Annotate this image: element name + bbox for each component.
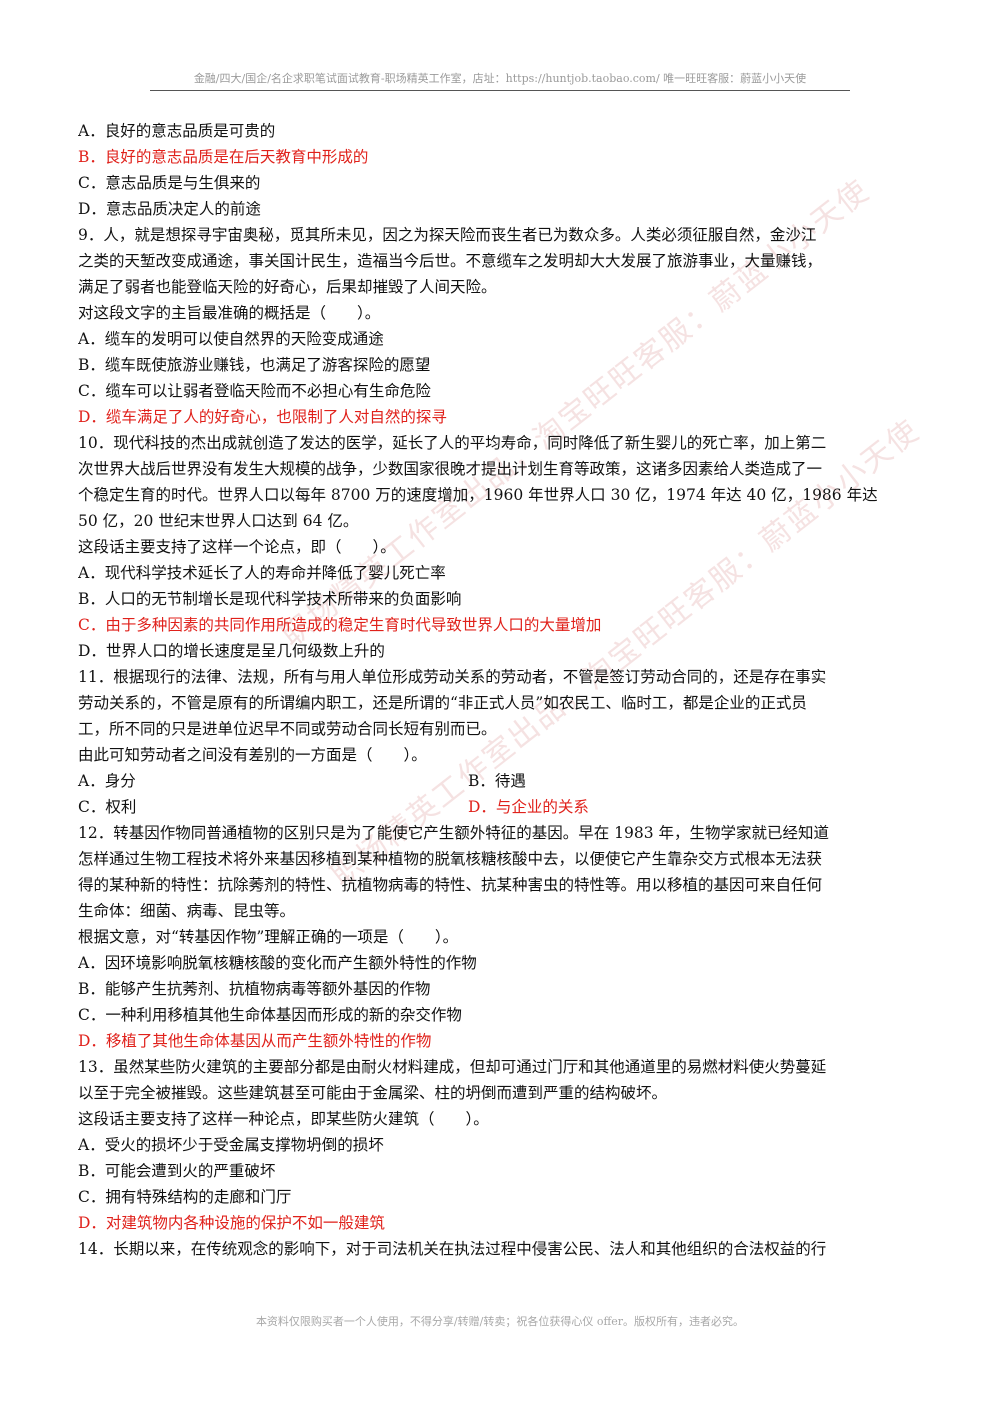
q11-options-row: C．权利 D．与企业的关系	[78, 794, 926, 820]
q9-option-a: A．缆车的发明可以使自然界的天险变成通途	[78, 330, 384, 348]
q12-option-d-answer: D．移植了其他生命体基因从而产生额外特性的作物	[78, 1032, 432, 1050]
q13-text-line: 13．虽然某些防火建筑的主要部分都是由耐火材料建成，但却可通过门厅和其他通道里的…	[78, 1058, 827, 1076]
q14-text-line: 14．长期以来，在传统观念的影响下，对于司法机关在执法过程中侵害公民、法人和其他…	[78, 1240, 827, 1258]
q10-option-a: A．现代科学技术延长了人的寿命并降低了婴儿死亡率	[78, 564, 446, 582]
header-rule	[150, 90, 850, 91]
q10-text-line: 次世界大战后世界没有发生大规模的战争，少数国家很晚才提出计划生育等政策，这诸多因…	[78, 460, 823, 478]
q12-text-line: 12．转基因作物同普通植物的区别只是为了能使它产生额外特征的基因。早在 1983…	[78, 824, 830, 842]
q13-option-d-answer: D．对建筑物内各种设施的保护不如一般建筑	[78, 1214, 385, 1232]
q8-option-d: D．意志品质决定人的前途	[78, 200, 261, 218]
document-body: A．良好的意志品质是可贵的 B．良好的意志品质是在后天教育中形成的 C．意志品质…	[78, 118, 926, 1262]
page-header: 金融/四大/国企/名企求职笔试面试教育-职场精英工作室，店址：https://h…	[193, 72, 807, 85]
q10-option-c-answer: C．由于多种因素的共同作用所造成的稳定生育时代导致世界人口的大量增加	[78, 616, 602, 634]
q11-options-row: A．身分 B．待遇	[78, 768, 926, 794]
q11-option-d-answer: D．与企业的关系	[468, 798, 589, 816]
q12-option-b: B．能够产生抗莠剂、抗植物病毒等额外基因的作物	[78, 980, 431, 998]
q10-option-d: D．世界人口的增长速度是呈几何级数上升的	[78, 642, 385, 660]
page-footer: 本资料仅限购买者一个人使用，不得分享/转赠/转卖；祝各位获得心仪 offer。版…	[255, 1315, 745, 1328]
q12-prompt: 根据文意，对“转基因作物”理解正确的一项是（ ）。	[78, 928, 459, 946]
q11-option-a: A．身分	[78, 772, 136, 790]
q8-option-b-answer: B．良好的意志品质是在后天教育中形成的	[78, 148, 369, 166]
q10-text-line: 50 亿，20 世纪末世界人口达到 64 亿。	[78, 512, 359, 530]
q10-text-line: 10．现代科技的杰出成就创造了发达的医学，延长了人的平均寿命，同时降低了新生婴儿…	[78, 434, 827, 452]
q13-option-c: C．拥有特殊结构的走廊和门厅	[78, 1188, 292, 1206]
q9-option-d-answer: D．缆车满足了人的好奇心，也限制了人对自然的探寻	[78, 408, 447, 426]
q9-text-line: 9．人，就是想探寻宇宙奥秘，觅其所未见，因之为探天险而丧生者已为数众多。人类必须…	[78, 226, 817, 244]
q13-option-b: B．可能会遭到火的严重破坏	[78, 1162, 276, 1180]
q12-text-line: 得的某种新的特性：抗除莠剂的特性、抗植物病毒的特性、抗某种害虫的特性等。用以移植…	[78, 876, 823, 894]
q9-option-b: B．缆车既使旅游业赚钱，也满足了游客探险的愿望	[78, 356, 431, 374]
q9-prompt: 对这段文字的主旨最准确的概括是（ ）。	[78, 304, 381, 322]
q11-option-c: C．权利	[78, 798, 137, 816]
q9-option-c: C．缆车可以让弱者登临天险而不必担心有生命危险	[78, 382, 431, 400]
q11-prompt: 由此可知劳动者之间没有差别的一方面是（ ）。	[78, 746, 427, 764]
q13-prompt: 这段话主要支持了这样一种论点，即某些防火建筑（ ）。	[78, 1110, 489, 1128]
q11-text-line: 工，所不同的只是进单位迟早不同或劳动合同长短有别而已。	[78, 720, 497, 738]
q11-text-line: 11．根据现行的法律、法规，所有与用人单位形成劳动关系的劳动者，不管是签订劳动合…	[78, 668, 827, 686]
q10-prompt: 这段话主要支持了这样一个论点，即（ ）。	[78, 538, 396, 556]
q12-text-line: 生命体：细菌、病毒、昆虫等。	[78, 902, 296, 920]
q9-text-line: 之类的天堑改变成通途，事关国计民生，造福当今后世。不意缆车之发明却大大发展了旅游…	[78, 252, 823, 270]
q9-text-line: 满足了弱者也能登临天险的好奇心，后果却摧毁了人间天险。	[78, 278, 497, 296]
q13-text-line: 以至于完全被摧毁。这些建筑甚至可能由于金属梁、柱的坍倒而遭到严重的结构破坏。	[78, 1084, 668, 1102]
q10-option-b: B．人口的无节制增长是现代科学技术所带来的负面影响	[78, 590, 462, 608]
q11-text-line: 劳动关系的，不管是原有的所谓编内职工，还是所谓的“非正式人员”如农民工、临时工，…	[78, 694, 807, 712]
q13-option-a: A．受火的损坏少于受金属支撑物坍倒的损坏	[78, 1136, 384, 1154]
q8-option-a: A．良好的意志品质是可贵的	[78, 122, 276, 140]
q10-text-line: 个稳定生育的时代。世界人口以每年 8700 万的速度增加，1960 年世界人口 …	[78, 486, 878, 504]
q11-option-b: B．待遇	[468, 772, 526, 790]
q12-option-a: A．因环境影响脱氧核糖核酸的变化而产生额外特性的作物	[78, 954, 477, 972]
q12-option-c: C．一种利用移植其他生命体基因而形成的新的杂交作物	[78, 1006, 462, 1024]
q8-option-c: C．意志品质是与生俱来的	[78, 174, 261, 192]
q12-text-line: 怎样通过生物工程技术将外来基因移植到某种植物的脱氧核糖核酸中去，以便使它产生靠杂…	[78, 850, 823, 868]
